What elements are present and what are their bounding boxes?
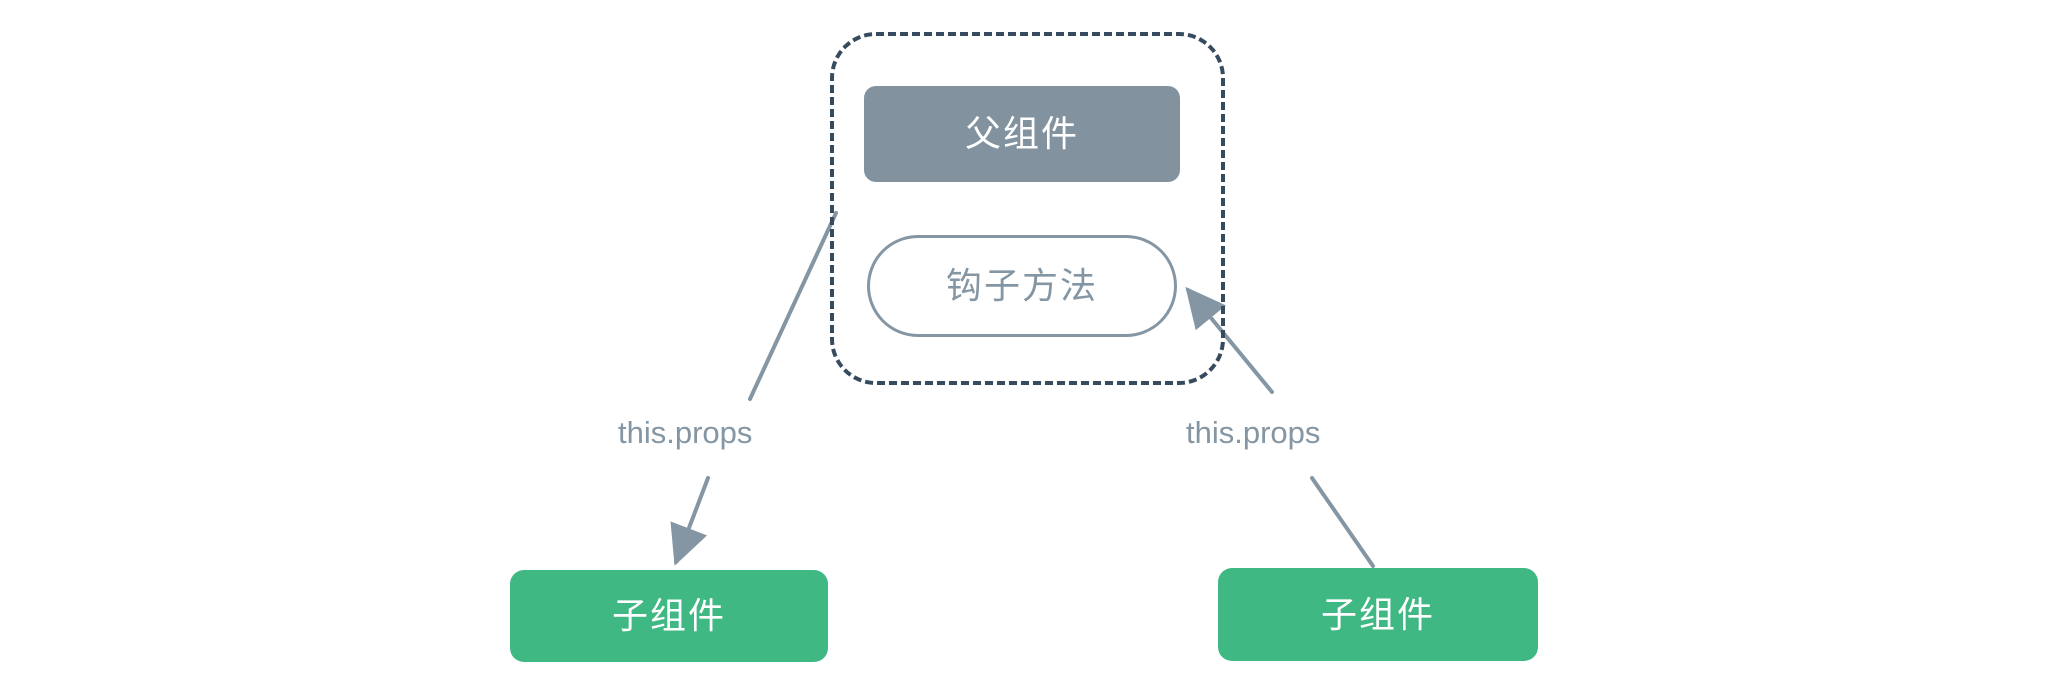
child-component-box-right[interactable]: 子组件 bbox=[1218, 568, 1538, 661]
edge-left-lower-arrow bbox=[670, 476, 710, 566]
child-component-box-left[interactable]: 子组件 bbox=[510, 570, 828, 662]
parent-component-label: 父组件 bbox=[964, 113, 1079, 154]
child-component-label: 子组件 bbox=[611, 595, 726, 636]
parent-component-box[interactable]: 父组件 bbox=[864, 86, 1180, 182]
edge-label-this-props-right: this.props bbox=[1186, 415, 1321, 450]
hook-method-label: 钩子方法 bbox=[945, 265, 1098, 306]
edge-left-upper-segment bbox=[748, 211, 838, 401]
hook-method-box[interactable]: 钩子方法 bbox=[867, 235, 1177, 337]
parent-scope-container bbox=[830, 32, 1225, 385]
child-component-label: 子组件 bbox=[1320, 593, 1435, 635]
edge-label-this-props-left: this.props bbox=[618, 415, 753, 450]
edge-right-lower-segment bbox=[1310, 476, 1375, 568]
